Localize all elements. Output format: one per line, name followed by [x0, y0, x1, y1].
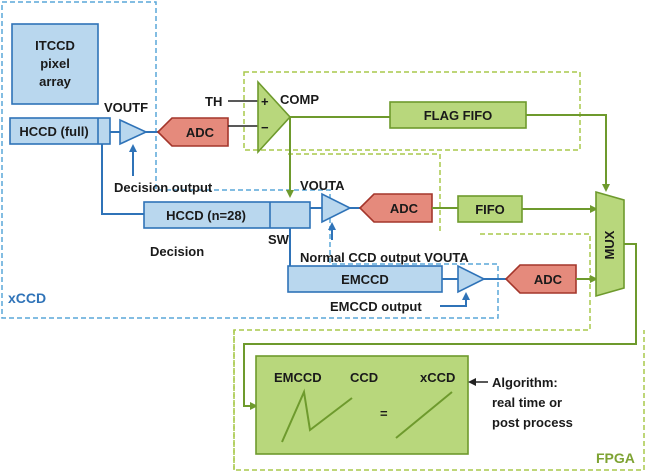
- hccd-full-block: HCCD (full): [9, 117, 111, 145]
- comp-minus: −: [261, 120, 269, 135]
- fpga-region-label: FPGA: [596, 450, 635, 466]
- hccd-n28-block: HCCD (n=28): [143, 201, 311, 229]
- xccd-region-label: xCCD: [8, 290, 46, 306]
- fpga-boundary: [233, 71, 645, 471]
- adc-1-label: ADC: [186, 125, 215, 140]
- adc-3-block: ADC: [504, 264, 577, 294]
- fifo-label: FIFO: [475, 202, 505, 217]
- mux-block: MUX: [595, 190, 625, 298]
- th-label: TH: [205, 94, 222, 109]
- algorithm-label-2: real time or: [492, 395, 562, 410]
- comp-label: COMP: [280, 92, 319, 107]
- comp-plus: +: [261, 94, 269, 109]
- adc-3-label: ADC: [534, 272, 563, 287]
- adc-2-block: ADC: [358, 193, 433, 223]
- itccd-label-2: pixel: [40, 56, 70, 71]
- voutf-label: VOUTF: [104, 100, 148, 115]
- emccd-block: EMCCD: [287, 265, 443, 293]
- decision-label: Decision: [150, 244, 204, 259]
- adc-1-block: ADC: [156, 117, 229, 147]
- adc-2-label: ADC: [390, 201, 419, 216]
- plot-ccd-label: CCD: [350, 370, 378, 385]
- mux-label: MUX: [602, 230, 617, 259]
- itccd-label-1: ITCCD: [35, 38, 75, 53]
- itccd-pixel-array: ITCCD pixel array: [11, 23, 99, 105]
- hccd-n28-label: HCCD (n=28): [166, 208, 246, 223]
- hccd-full-label: HCCD (full): [19, 124, 88, 139]
- emccd-amplifier: [457, 264, 486, 294]
- combination-plot: EMCCD CCD xCCD =: [255, 355, 469, 455]
- normal-output-label: Normal CCD output VOUTA: [300, 250, 469, 265]
- vouta-label: VOUTA: [300, 178, 345, 193]
- plot-equals: =: [380, 406, 388, 421]
- flag-fifo-label: FLAG FIFO: [424, 108, 493, 123]
- fifo-block: FIFO: [457, 195, 523, 223]
- decision-output-label: Decision output: [114, 180, 213, 195]
- comparator: + − COMP: [257, 79, 319, 155]
- itccd-label-3: array: [39, 74, 72, 89]
- algorithm-label-1: Algorithm:: [492, 375, 558, 390]
- plot-emccd-label: EMCCD: [274, 370, 322, 385]
- plot-xccd-label: xCCD: [420, 370, 455, 385]
- xccd-boundary: [1, 1, 499, 319]
- vouta-amplifier: VOUTA: [300, 178, 352, 224]
- emccd-output-label: EMCCD output: [330, 299, 422, 314]
- emccd-label: EMCCD: [341, 272, 389, 287]
- flag-fifo-block: FLAG FIFO: [389, 101, 527, 129]
- algorithm-label-3: post process: [492, 415, 573, 430]
- sw-label: SW: [268, 232, 290, 247]
